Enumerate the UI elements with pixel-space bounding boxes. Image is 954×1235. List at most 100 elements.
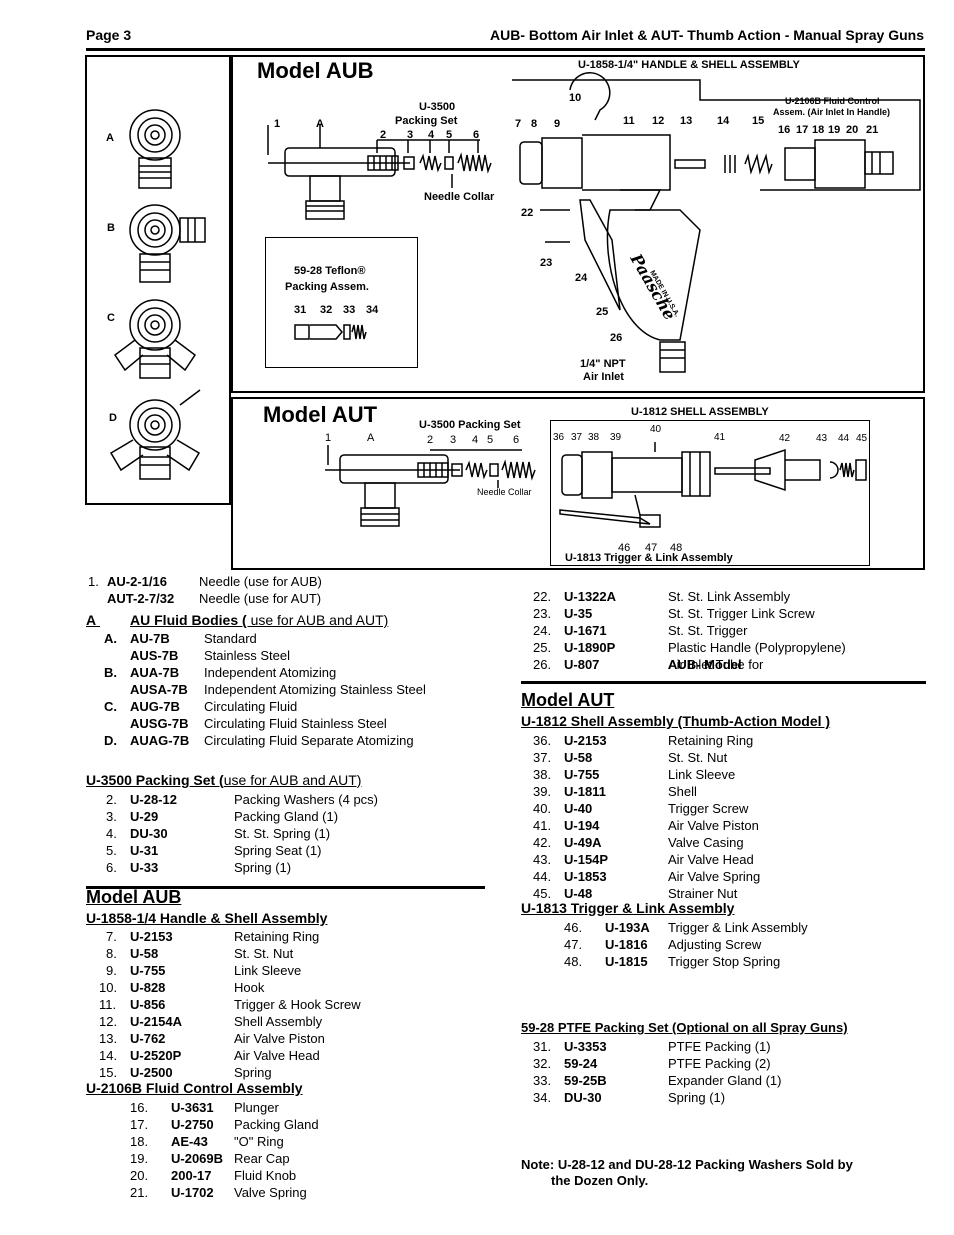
fluid-bodies-heading: A AU Fluid Bodies ( use for AUB and AUT) (86, 612, 389, 628)
aub-needle-collar-label: Needle Collar (424, 191, 495, 203)
aut-callout-1: 1 (325, 432, 332, 444)
teflon-label-1: 59-28 Teflon® (294, 265, 366, 277)
aub-packing-set-label-2: Packing Set (395, 115, 458, 127)
callout-9: 9 (554, 118, 561, 130)
teflon-label-2: Packing Assem. (285, 281, 369, 293)
aut-callout-39: 39 (610, 432, 622, 443)
aub-section-rule (86, 886, 485, 889)
aut-callout-4: 4 (472, 434, 479, 446)
callout-18: 18 (812, 124, 825, 136)
callout-3: 3 (407, 129, 414, 141)
note-line-2: the Dozen Only. (551, 1173, 649, 1188)
body-label-a: A (106, 132, 114, 144)
packing-set-heading: U-3500 Packing Set (use for AUB and AUT) (86, 772, 362, 788)
callout-15: 15 (752, 115, 765, 127)
aut-callout-46: 46 (618, 542, 631, 554)
aut-callout-41: 41 (714, 432, 726, 443)
aut-callout-a: A (367, 432, 375, 444)
callout-33: 33 (343, 304, 356, 316)
callout-10: 10 (569, 92, 582, 104)
callout-24: 24 (575, 272, 588, 284)
callout-8: 8 (531, 118, 538, 130)
callout-32: 32 (320, 304, 333, 316)
callout-14: 14 (717, 115, 730, 127)
aub-section-title: Model AUB (86, 887, 182, 907)
aut-callout-2: 2 (427, 434, 434, 446)
callout-23: 23 (540, 257, 553, 269)
aub-fluid-control-label-2: Assem. (Air Inlet In Handle) (773, 107, 891, 117)
list-item: 18.AE-43"O" Ring (130, 1134, 284, 1149)
callout-7: 7 (515, 118, 522, 130)
callout-26: 26 (610, 332, 623, 344)
fluid-body-d-drawing (109, 389, 201, 480)
fluid-body-a-drawing (129, 109, 181, 189)
packing-washer-note: Note: U-28-12 and DU-28-12 Packing Washe… (521, 1157, 853, 1189)
aut-callout-43: 43 (816, 433, 828, 444)
callout-2: 2 (380, 129, 387, 141)
callout-21: 21 (866, 124, 879, 136)
callout-4: 4 (428, 129, 435, 141)
shell-assembly-heading: U-1812 Shell Assembly (Thumb-Action Mode… (521, 713, 831, 729)
aut-callout-36: 36 (553, 432, 565, 443)
callout-20: 20 (846, 124, 859, 136)
aut-shell-box (550, 420, 870, 566)
aut-callout-47: 47 (645, 542, 658, 554)
callout-12: 12 (652, 115, 665, 127)
callout-31: 31 (294, 304, 307, 316)
aut-gun-drawing (325, 442, 867, 528)
aut-callout-5: 5 (487, 434, 494, 446)
aut-callout-38: 38 (588, 432, 600, 443)
aub-fluid-control-label-1: U-2106B Fluid Control (785, 96, 880, 106)
aut-trigger-link-label: U-1813 Trigger & Link Assembly (565, 552, 733, 564)
callout-17: 17 (796, 124, 809, 136)
aut-diagram-box (231, 397, 925, 570)
aut-callout-6: 6 (513, 434, 520, 446)
aut-callout-44: 44 (838, 433, 850, 444)
ptfe-packing-heading: 59-28 PTFE Packing Set (Optional on all … (521, 1020, 848, 1035)
page-header-title: AUB- Bottom Air Inlet & AUT- Thumb Actio… (490, 27, 924, 43)
callout-11: 11 (623, 115, 635, 127)
fluid-body-b-drawing (129, 204, 206, 283)
callout-19: 19 (828, 124, 841, 136)
aut-section-title: Model AUT (521, 690, 615, 710)
fluid-bodies-box (85, 55, 231, 505)
